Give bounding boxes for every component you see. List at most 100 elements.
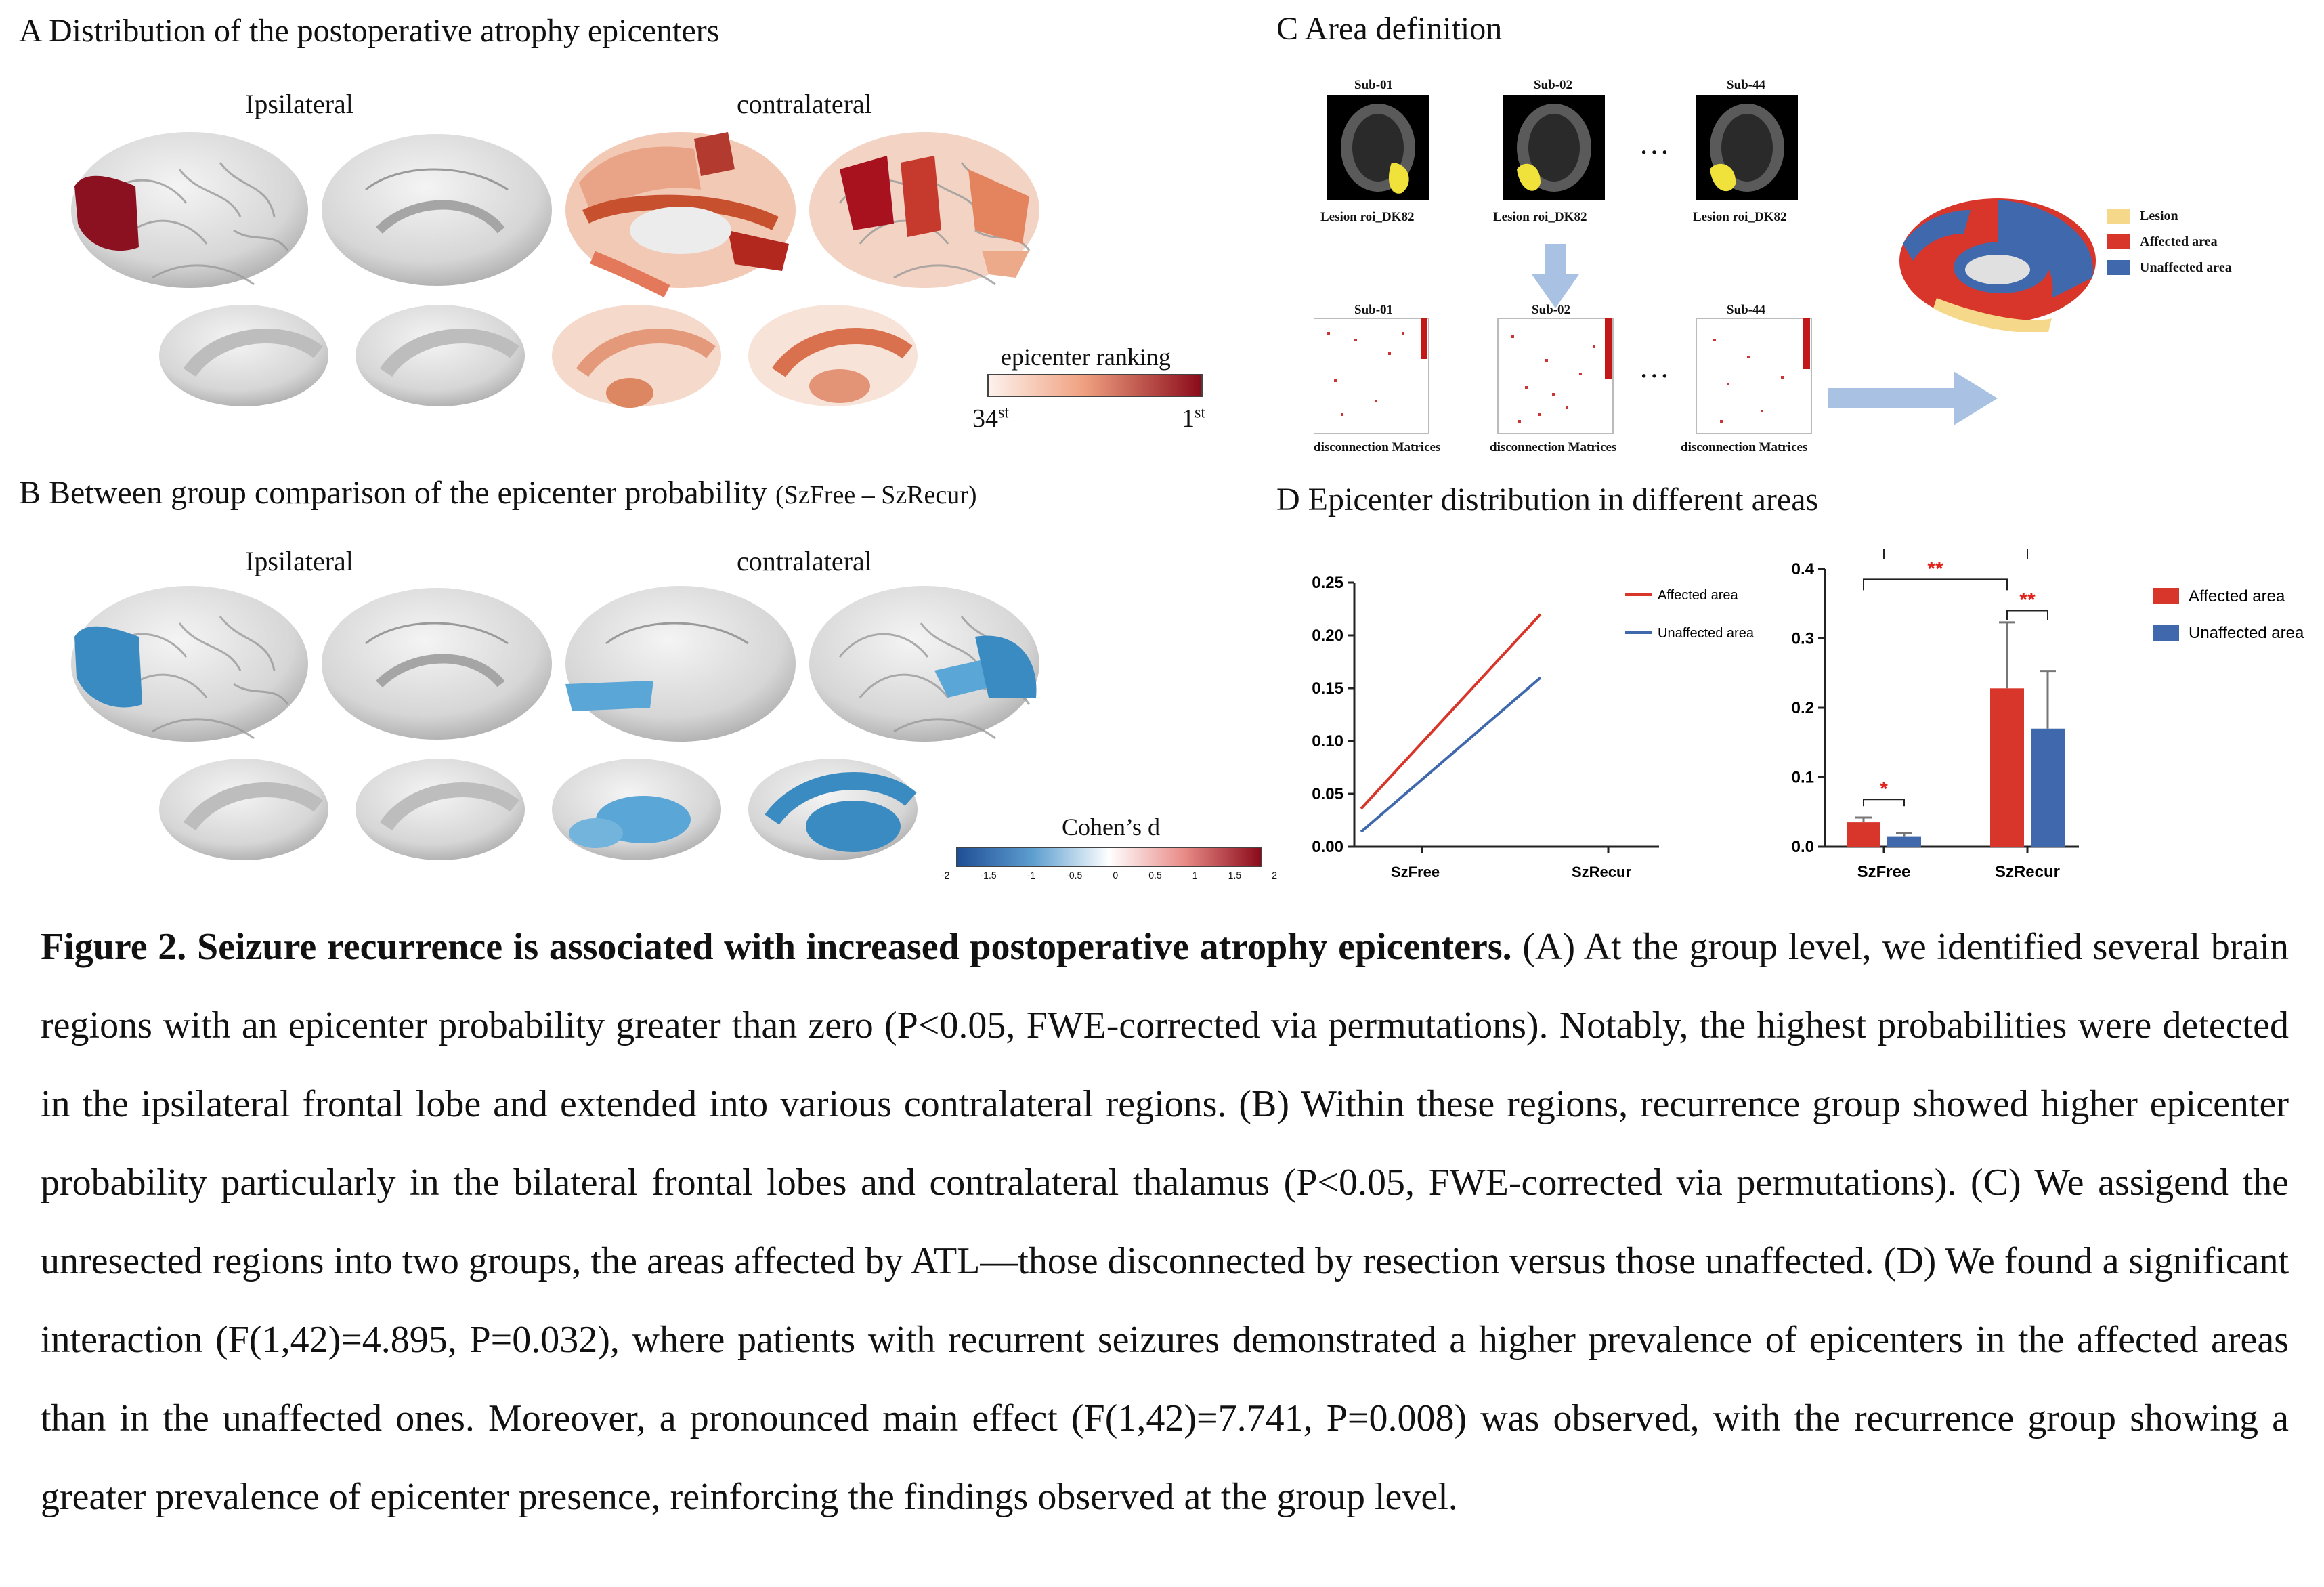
disconnection-matrices [1314, 318, 1812, 434]
matrix-label: disconnection Matrices [1681, 440, 1808, 454]
cohens-d-tick: -0.5 [1066, 870, 1083, 881]
legend-swatch [2107, 234, 2130, 249]
legend-item-lesion: Lesion [2107, 203, 2232, 229]
panel-b-contralateral-label: contralateral [737, 546, 872, 576]
scan-sub-44 [1696, 95, 1798, 200]
x-tick-label: SzRecur [1995, 863, 2060, 881]
cohens-d-tick: -1.5 [980, 870, 997, 881]
y-tick-label: 0.20 [1312, 627, 1343, 645]
down-arrow-icon [1532, 244, 1579, 312]
brain-medial-contra [565, 132, 796, 297]
matrix-sub-02 [1497, 318, 1614, 434]
legend-swatch [2107, 209, 2130, 224]
panel-b-title: B Between group comparison of the epicen… [19, 475, 977, 511]
figure-caption: Figure 2. Seizure recurrence is associat… [41, 908, 2289, 1536]
bar [1887, 836, 1921, 847]
brain-lateral-contra [809, 132, 1039, 288]
y-tick-label: 0.2 [1792, 699, 1814, 717]
x-tick-label: SzFree [1857, 863, 1911, 881]
panel-c-title: C Area definition [1276, 11, 1503, 47]
caption-body: (A) At the group level, we identified se… [41, 926, 2289, 1518]
matrix-label: disconnection Matrices [1490, 440, 1617, 454]
cohens-d-tick: -1 [1027, 870, 1036, 881]
cohens-d-tick: 0.5 [1148, 870, 1162, 881]
area-legend: Lesion Affected area Unaffected area [2107, 203, 2232, 280]
subject-label: Sub-02 [1534, 78, 1573, 92]
lesion-roi-scans [1327, 95, 1798, 200]
panel-a-ipsilateral-label: Ipsilateral [245, 89, 353, 119]
y-tick-label: 0.1 [1792, 769, 1814, 787]
matrix-label: disconnection Matrices [1314, 440, 1441, 454]
significance-label: ** [1927, 557, 1943, 580]
brain-medial-ipsi [322, 134, 552, 286]
bar [1990, 688, 2024, 847]
roi-label: Lesion roi_DK82 [1493, 210, 1587, 224]
legend-item-affected: Affected area [2107, 229, 2232, 255]
significance-bracket [1863, 578, 2008, 591]
subject-label: Sub-02 [1532, 303, 1571, 317]
panel-d-title: D Epicenter distribution in different ar… [1276, 482, 1819, 517]
panel-a-contralateral-label: contralateral [737, 89, 872, 119]
cohens-d-ticks: -2 -1.5 -1 -0.5 0 0.5 1 1.5 2 [941, 870, 1277, 881]
bar [1847, 822, 1880, 847]
brain-lateral-contra-b [809, 586, 1039, 742]
brain-subcortical-row-b [159, 759, 918, 860]
right-arrow-icon [1828, 371, 1998, 429]
ellipsis: … [1639, 126, 1670, 161]
roi-label: Lesion roi_DK82 [1693, 210, 1787, 224]
cohens-d-tick: 1 [1192, 870, 1198, 881]
brain-medial-ipsi-b [322, 588, 552, 740]
subject-label: Sub-01 [1354, 303, 1394, 317]
y-tick-label: 0.25 [1312, 574, 1343, 592]
subject-label: Sub-44 [1727, 303, 1766, 317]
significance-label: * [1880, 778, 1888, 800]
brain-medial-contra-b [565, 586, 796, 742]
cohens-d-tick: 2 [1272, 870, 1277, 881]
epicenter-ranking-min: 34st [972, 404, 1010, 433]
roi-label: Lesion roi_DK82 [1320, 210, 1415, 224]
matrix-sub-44 [1696, 318, 1812, 434]
legend-swatch [2153, 588, 2179, 604]
y-tick-label: 0.00 [1312, 838, 1343, 856]
y-tick-label: 0.4 [1792, 560, 1815, 578]
scan-sub-02 [1503, 95, 1605, 200]
x-tick-label: SzRecur [1572, 864, 1631, 881]
significance-bracket [2006, 610, 2048, 620]
y-tick-label: 0.10 [1312, 732, 1343, 750]
subject-label: Sub-44 [1727, 78, 1766, 92]
panel-a-title: A Distribution of the postoperative atro… [19, 13, 720, 49]
series-line [1360, 676, 1542, 833]
panel-a-brain-renders [71, 132, 1039, 408]
significance-bracket [1883, 549, 2028, 559]
series-line [1360, 613, 1542, 810]
brain-lateral-ipsi-b [71, 586, 308, 742]
brain-lateral-ipsi [71, 132, 308, 288]
matrix-sub-01 [1314, 318, 1429, 434]
y-tick-label: 0.0 [1792, 838, 1814, 856]
epicenter-ranking-colorbar [987, 374, 1203, 397]
legend-swatch [2153, 625, 2179, 641]
y-tick-label: 0.05 [1312, 785, 1343, 803]
legend-label: Unaffected area [1658, 626, 1755, 641]
cohens-d-tick: 0 [1113, 870, 1119, 881]
area-brain-render [1899, 198, 2096, 332]
prevalence-bar-chart: 0.00.10.20.30.4SzFreeSzRecur******Affect… [1792, 549, 2304, 881]
legend-item-unaffected: Unaffected area [2107, 255, 2232, 280]
caption-title: Figure 2. Seizure recurrence is associat… [41, 926, 1512, 968]
legend-label: Unaffected area [2189, 624, 2304, 642]
panel-b-ipsilateral-label: Ipsilateral [245, 546, 353, 576]
y-tick-label: 0.15 [1312, 679, 1343, 698]
subject-label: Sub-01 [1354, 78, 1394, 92]
legend-label: Affected area [1658, 588, 1738, 603]
scan-sub-01 [1327, 95, 1429, 200]
y-tick-label: 0.3 [1792, 630, 1814, 648]
legend-label: Affected area [2189, 587, 2285, 606]
cohens-d-colorbar [956, 847, 1262, 867]
significance-label: ** [2019, 589, 2036, 612]
legend-swatch [2107, 260, 2130, 275]
ellipsis: … [1639, 350, 1670, 384]
bar [2031, 728, 2065, 847]
cohens-d-tick: 1.5 [1228, 870, 1242, 881]
brain-subcortical-row [159, 305, 918, 408]
